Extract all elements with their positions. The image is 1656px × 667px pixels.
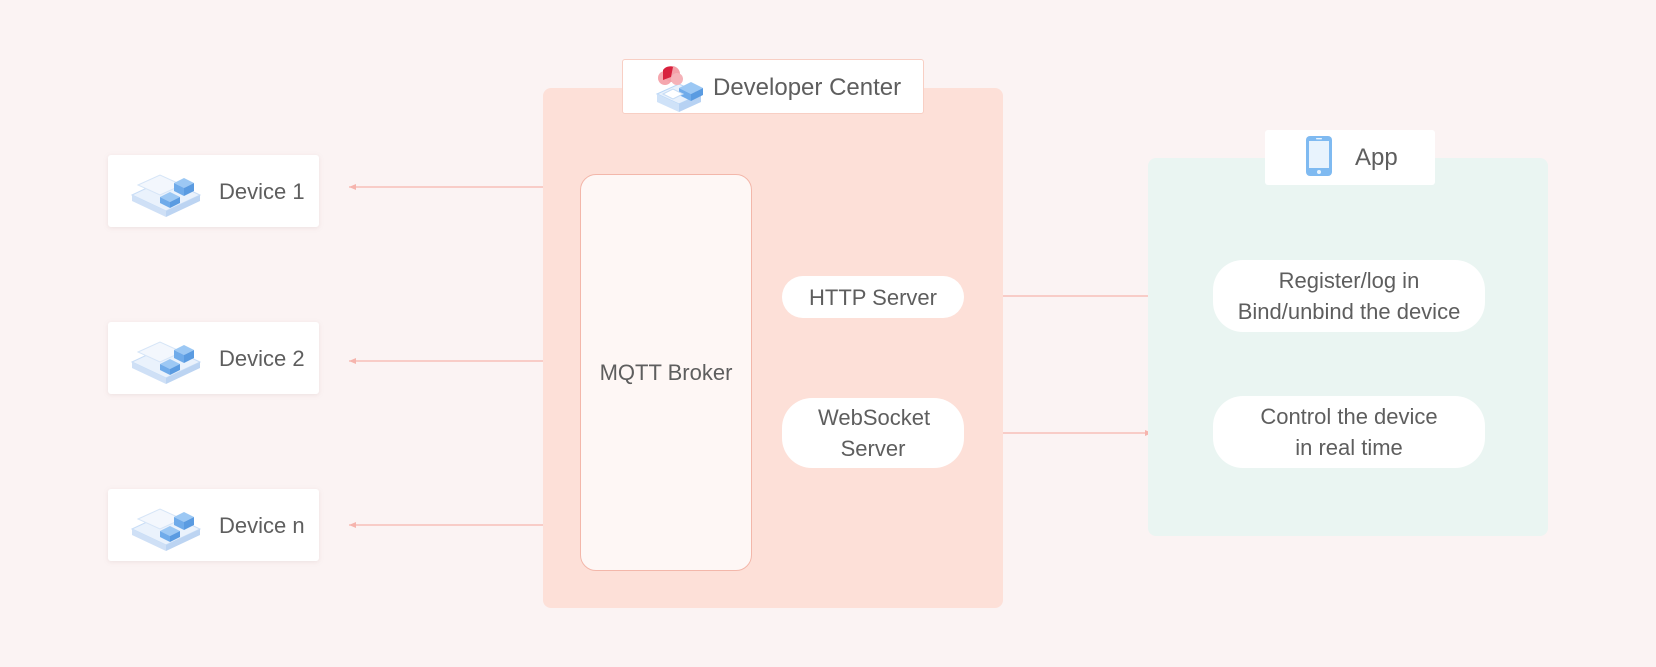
app-title-box: App: [1265, 130, 1435, 185]
register-line-2: Bind/unbind the device: [1237, 299, 1461, 324]
app-title: App: [1355, 144, 1398, 171]
control-line-1: Control the device: [1260, 404, 1438, 429]
websocket-server-label: WebSocket Server: [818, 405, 931, 461]
mqtt-broker: MQTT Broker: [580, 174, 752, 571]
device-stack-icon: [130, 341, 202, 384]
mqtt-broker-label: MQTT Broker: [599, 359, 733, 385]
developer-center-title-box: Developer Center: [622, 59, 924, 114]
app-panel: [1148, 158, 1548, 536]
register-bind-box: Register/log in Bind/unbind the device: [1213, 260, 1485, 332]
device-label: Device 1: [219, 179, 305, 204]
device-label: Device 2: [219, 346, 305, 371]
device-card-1: Device 1: [108, 155, 319, 227]
device-card-2: Device 2: [108, 322, 319, 394]
device-label: Device n: [219, 513, 305, 538]
http-server: HTTP Server: [782, 276, 964, 318]
websocket-server: WebSocket Server: [782, 398, 964, 468]
register-line-1: Register/log in: [1278, 268, 1420, 293]
realtime-control-box: Control the device in real time: [1213, 396, 1485, 468]
phone-icon: [1306, 136, 1332, 176]
control-line-2: in real time: [1295, 435, 1403, 460]
cloud-server-icon: [655, 66, 703, 112]
device-stack-icon: [130, 174, 202, 217]
developer-center-title: Developer Center: [713, 74, 902, 101]
http-server-label: HTTP Server: [809, 284, 937, 310]
device-card-n: Device n: [108, 489, 319, 561]
device-stack-icon: [130, 508, 202, 551]
